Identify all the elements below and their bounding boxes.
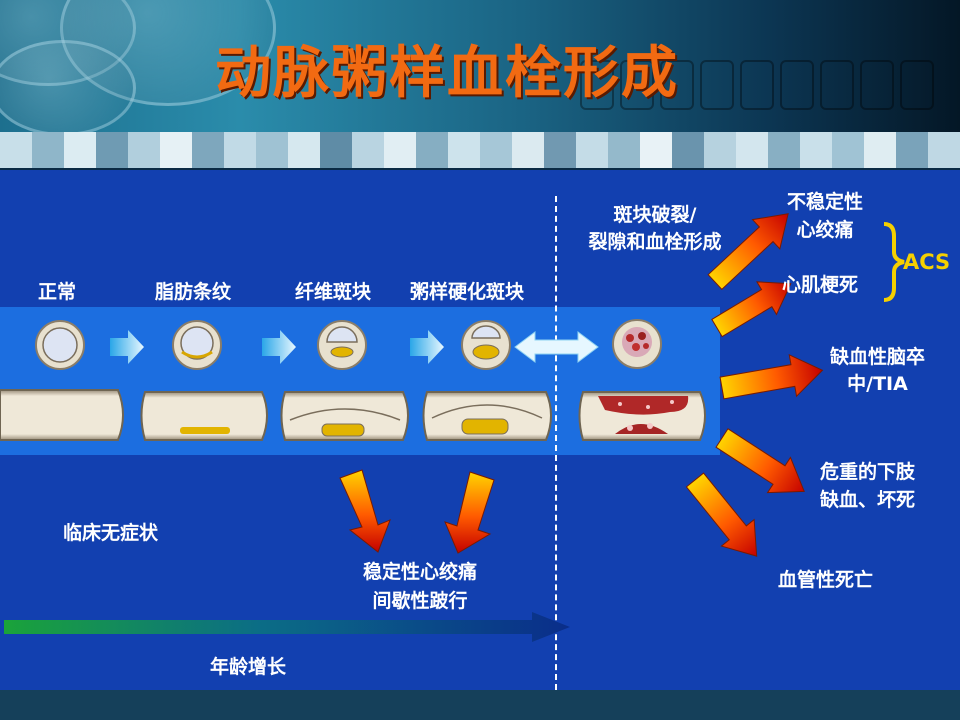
outcome-mi: 心肌梗死	[782, 274, 859, 296]
cross-section-fibrous	[317, 320, 367, 370]
grid-decoration	[900, 60, 934, 110]
tube-fatty-streak	[140, 391, 268, 441]
tube-normal	[0, 389, 124, 441]
grid-decoration	[580, 60, 614, 110]
stage-label-fibrous-plaque: 纤维斑块	[295, 281, 372, 303]
outcome-limb: 危重的下肢 缺血、坏死	[819, 461, 915, 511]
footer-bar	[0, 690, 960, 720]
stable-arrow	[339, 469, 391, 553]
stable-arrows	[339, 469, 495, 554]
stage-label-normal: 正常	[38, 281, 77, 303]
cross-section-normal	[35, 320, 85, 370]
progress-arrow	[262, 330, 296, 364]
grid-decoration	[700, 60, 734, 110]
stage-label-fatty-streak: 脂肪条纹	[155, 281, 232, 303]
grid-decoration	[820, 60, 854, 110]
progress-arrow	[110, 330, 144, 364]
outcome-vascular-death: 血管性死亡	[778, 569, 874, 591]
stage-label-rupture: 斑块破裂/ 裂隙和血栓形成	[588, 204, 722, 253]
tube-fibrous	[280, 391, 409, 441]
grid-decoration	[740, 60, 774, 110]
stable-arrow	[444, 471, 495, 554]
progression-arrows	[110, 330, 444, 364]
cross-section-fatty-streak	[172, 320, 222, 370]
grid-decoration	[620, 60, 654, 110]
clinical-asymptomatic-label: 临床无症状	[63, 522, 159, 544]
rupture-divider	[555, 196, 557, 690]
grid-decoration	[660, 60, 694, 110]
outcome-arrow-death	[685, 472, 758, 557]
outcome-arrow-stroke	[719, 353, 824, 400]
age-label: 年龄增长	[210, 656, 287, 678]
grid-decoration	[780, 60, 814, 110]
outcome-arrow-unstable	[707, 213, 789, 291]
tube-rupture	[578, 391, 706, 441]
mosaic-strip	[0, 132, 960, 168]
outcome-stroke: 缺血性脑卒 中/TIA	[829, 346, 925, 395]
outcome-arrow-limb	[715, 428, 805, 494]
header-banner: 动脉粥样血栓形成	[0, 0, 960, 136]
petri-dish-decoration	[0, 40, 136, 136]
cross-section-atheroma	[461, 320, 511, 370]
progress-arrow	[410, 330, 444, 364]
acs-brace	[883, 222, 905, 302]
double-arrow	[514, 331, 599, 363]
page-title: 动脉粥样血栓形成	[215, 41, 679, 106]
outcome-unstable-angina: 不稳定性 心绞痛	[786, 191, 863, 241]
age-arrow	[4, 612, 570, 642]
outcome-acs: ACS	[903, 250, 951, 274]
outcome-arrow-mi	[711, 281, 792, 338]
clinical-stable-label: 稳定性心绞痛 间歇性跛行	[362, 561, 477, 612]
grid-decoration	[860, 60, 894, 110]
tube-atheroma	[422, 391, 552, 441]
outcome-arrows	[685, 213, 824, 557]
cross-section-rupture	[612, 319, 662, 369]
stage-label-atherosclerotic-plaque: 粥样硬化斑块	[410, 281, 525, 303]
